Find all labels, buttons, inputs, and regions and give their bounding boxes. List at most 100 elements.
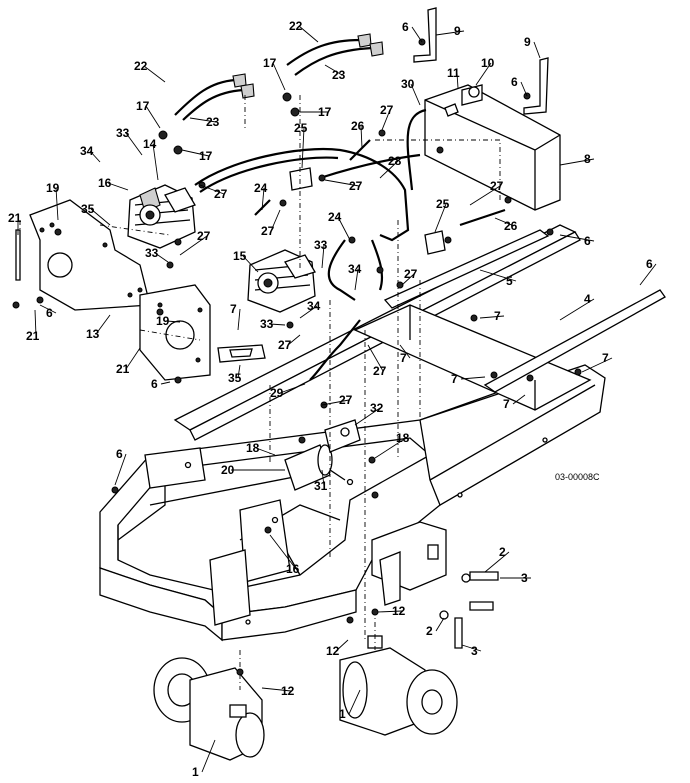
hose-30 <box>406 108 427 191</box>
callout-leader <box>475 62 492 86</box>
callout-number: 24 <box>254 181 268 195</box>
callout-number: 26 <box>351 119 365 133</box>
callout-leader <box>460 376 486 380</box>
callout-number: 3 <box>471 644 478 658</box>
callout-leader <box>165 320 181 323</box>
callout-number: 33 <box>314 238 328 252</box>
callout-number: 33 <box>260 317 274 331</box>
drawing-code: 03-00008C <box>555 472 600 482</box>
callout-leader <box>261 187 265 211</box>
callout-number: 7 <box>503 397 510 411</box>
callout-number: 6 <box>151 377 158 391</box>
callout-leader <box>479 315 505 319</box>
callout-number: 13 <box>86 327 100 341</box>
callout-number: 27 <box>261 224 275 238</box>
callout-leader <box>287 334 301 346</box>
strap-9 <box>413 7 549 115</box>
callout-leader <box>581 357 613 373</box>
callout-leader <box>321 244 325 269</box>
callout-number: 6 <box>511 75 518 89</box>
callout-number: 27 <box>214 187 228 201</box>
callout-leader <box>189 117 217 123</box>
callout-number: 14 <box>143 137 157 151</box>
callout-leader <box>114 453 127 486</box>
callout-leader <box>143 65 166 83</box>
callout-leader <box>337 216 351 241</box>
callout-number: 22 <box>289 19 303 33</box>
callout-number: 28 <box>388 154 402 168</box>
callout-number: 29 <box>270 386 284 400</box>
callout-number: 5 <box>506 274 513 288</box>
callout-leader <box>479 269 517 282</box>
callout-number: 17 <box>263 56 277 70</box>
callout-number: 16 <box>98 176 112 190</box>
callout-leader <box>55 187 59 221</box>
wheel-motor-right <box>339 635 458 736</box>
callout-number: 20 <box>221 463 235 477</box>
callout-leader <box>559 234 595 242</box>
callout-number: 22 <box>134 59 148 73</box>
callout-number: 7 <box>230 302 237 316</box>
mount-plate-19 <box>139 284 211 381</box>
callout-leader <box>639 263 657 286</box>
callout-number: 27 <box>197 229 211 243</box>
callout-number: 1 <box>192 765 199 779</box>
callout-leader <box>379 160 399 179</box>
callout-number: 7 <box>400 351 407 365</box>
callout-leader <box>181 149 210 157</box>
callout-number: 21 <box>8 211 22 225</box>
callout-number: 34 <box>307 299 321 313</box>
callout-number: 27 <box>349 179 363 193</box>
valve-25 <box>289 167 313 191</box>
callout-leader <box>298 25 319 43</box>
callout-leader <box>435 617 445 632</box>
callout-leader <box>520 81 528 97</box>
callout-leader <box>354 407 381 426</box>
callout-number: 6 <box>646 257 653 271</box>
callout-leader <box>494 217 515 227</box>
callout-leader <box>381 109 391 131</box>
callout-leader <box>559 158 595 166</box>
callout-leader <box>533 41 541 59</box>
callout-number: 27 <box>380 103 394 117</box>
callout-number: 1 <box>339 707 346 721</box>
callout-number: 34 <box>80 144 94 158</box>
callout-leader <box>125 347 141 370</box>
callout-leader <box>348 689 361 715</box>
main-frame <box>99 364 606 642</box>
callout-number: 25 <box>294 121 308 135</box>
callout-leader <box>434 203 447 233</box>
callout-leader <box>324 179 360 187</box>
callout-leader <box>154 252 169 263</box>
callout-leader <box>321 469 325 487</box>
callout-number: 12 <box>392 604 406 618</box>
callout-leader <box>410 83 421 106</box>
callout-leader <box>255 447 276 456</box>
filter-20 <box>284 419 361 491</box>
callout-number: 2 <box>499 545 506 559</box>
callout-leader <box>272 62 286 91</box>
callout-leader <box>324 64 343 76</box>
callout-number: 27 <box>339 393 353 407</box>
oil-reservoir-8 <box>424 84 561 211</box>
callout-number: 27 <box>404 267 418 281</box>
callout-number: 9 <box>524 35 531 49</box>
callout-number: 7 <box>451 372 458 386</box>
callout-leader <box>269 534 297 570</box>
callout-leader <box>301 127 305 169</box>
callout-leader <box>39 304 57 314</box>
callout-number: 27 <box>373 364 387 378</box>
callout-leader <box>270 209 281 232</box>
callout-leader <box>374 437 407 459</box>
callout-number: 23 <box>332 68 346 82</box>
callout-leader <box>435 30 465 36</box>
callout-number: 33 <box>116 126 130 140</box>
callout-leader <box>152 143 159 181</box>
callout-leader <box>469 185 501 206</box>
callout-number: 27 <box>490 179 504 193</box>
callout-number: 27 <box>278 338 292 352</box>
callout-leader <box>559 298 595 321</box>
callout-number: 31 <box>314 479 328 493</box>
